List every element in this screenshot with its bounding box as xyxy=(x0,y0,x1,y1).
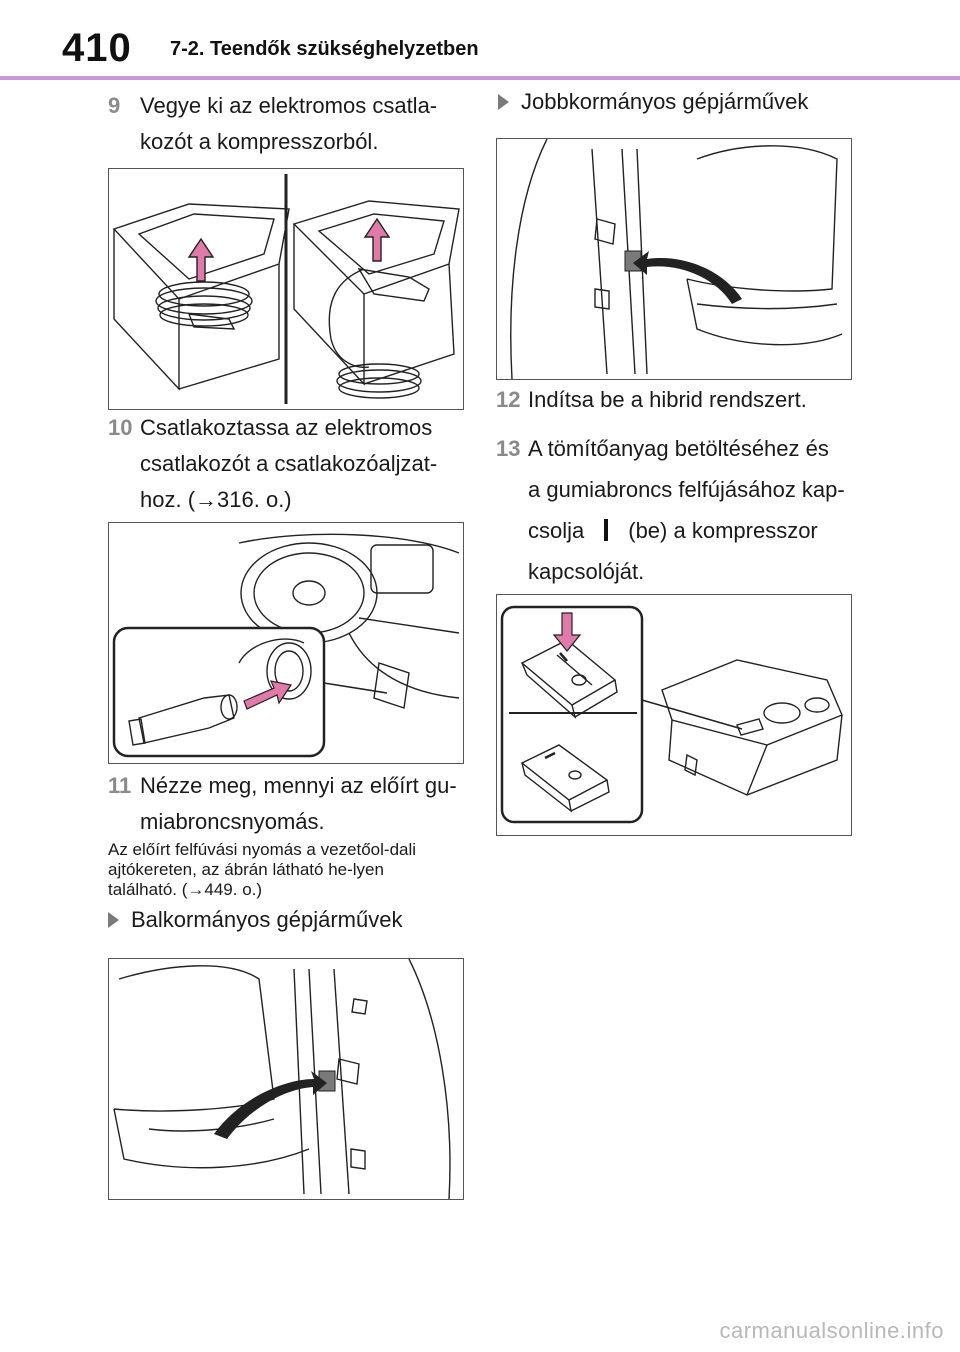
step-text-after-symbol: (be) a kompresszor xyxy=(628,518,818,543)
subhead-left-hand-drive: Balkormányos gépjárművek xyxy=(108,906,458,934)
step-13: 13 A tömítőanyag betöltéséhez és a gumia… xyxy=(496,428,856,592)
step-text-line: A tömítőanyag betöltéséhez és xyxy=(528,436,829,461)
step-11: 11 Nézze meg, mennyi az előírt gu-miabro… xyxy=(108,768,462,840)
figure-compressor-switch xyxy=(496,594,852,836)
section-title: 7-2. Teendők szükséghelyzetben xyxy=(170,38,479,60)
compressor-illustration xyxy=(112,174,460,404)
step-number: 10 xyxy=(108,415,133,440)
dashboard-illustration xyxy=(112,533,460,758)
switch-illustration xyxy=(500,605,843,824)
subhead-text: Jobbkormányos gépjárművek xyxy=(521,89,809,114)
triangle-bullet-icon xyxy=(498,94,509,110)
step-10: 10 Csatlakoztassa az elektromos csatlako… xyxy=(108,410,462,518)
pointer-arrow-icon xyxy=(214,1071,327,1139)
up-arrow-icon xyxy=(187,237,215,282)
step-text: Indítsa be a hibrid rendszert. xyxy=(528,387,807,412)
pressure-note: Az előírt felfúvási nyomás a vezetőol-da… xyxy=(108,840,417,899)
watermark: carmanualsonline.info xyxy=(719,1318,944,1343)
step-text-line: csolja (be) a kompresszor xyxy=(496,510,856,551)
step-number: 12 xyxy=(496,387,521,412)
page-number: 410 xyxy=(62,26,132,70)
step-9: 9 Vegye ki az elektromos csatla-kozót a … xyxy=(108,88,458,160)
figure-door-frame-lhd xyxy=(108,958,464,1200)
step-text: Csatlakoztassa az elektromos csatlakozót… xyxy=(140,415,438,512)
figure-disconnect-plug xyxy=(108,168,464,410)
triangle-bullet-icon xyxy=(108,912,119,928)
step-text-before-symbol: csolja xyxy=(528,518,585,543)
header-divider xyxy=(0,76,960,80)
step-number: 9 xyxy=(108,93,121,118)
switch-on-symbol-icon xyxy=(604,519,609,541)
up-arrow-icon xyxy=(363,217,391,262)
figure-door-frame-rhd xyxy=(496,138,852,380)
subhead-right-hand-drive: Jobbkormányos gépjárművek xyxy=(498,88,848,116)
press-down-arrow-icon xyxy=(552,612,582,652)
step-number: 13 xyxy=(496,436,521,461)
figure-connect-socket xyxy=(108,522,464,764)
door-frame-illustration xyxy=(113,959,451,1199)
step-text: Vegye ki az elektromos csatla-kozót a ko… xyxy=(140,93,438,154)
pointer-arrow-icon xyxy=(633,251,742,304)
step-text: Nézze meg, mennyi az előírt gu-miabroncs… xyxy=(140,773,457,834)
insert-arrow-icon xyxy=(243,680,292,710)
door-frame-illustration xyxy=(510,139,843,379)
step-12: 12 Indítsa be a hibrid rendszert. xyxy=(496,382,856,418)
step-text-line: a gumiabroncs felfújásához kap- xyxy=(528,477,845,502)
step-text-line: kapcsolóját. xyxy=(528,559,645,584)
step-number: 11 xyxy=(108,773,132,798)
subhead-text: Balkormányos gépjárművek xyxy=(131,907,403,932)
